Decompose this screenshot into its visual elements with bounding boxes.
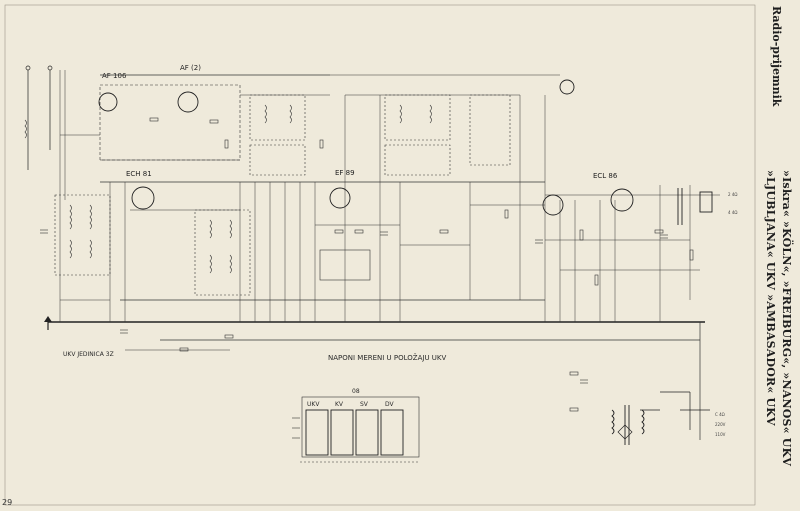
tube-envelopes xyxy=(98,79,634,216)
coil-group xyxy=(319,249,371,281)
band-switch-label: 08 xyxy=(352,388,360,395)
if-transformer-2 xyxy=(249,144,306,176)
band-switch-panel xyxy=(292,396,420,463)
rectifier xyxy=(617,391,710,440)
tube-label-ef89: EF 89 xyxy=(335,169,355,177)
tie-lines xyxy=(60,94,720,351)
fm-unit-note: UKV JEDINICA 3Z xyxy=(63,351,114,358)
if-transformer-3 xyxy=(384,94,451,141)
oscillator-coils xyxy=(54,194,111,276)
speaker-terminal-1: 2 4Ω xyxy=(728,192,737,197)
side-models-line-1: »Iskra« »KÖLN«, »FREIBURG«, »NANOS« UKV xyxy=(780,170,793,467)
if-transformer-1 xyxy=(249,94,306,141)
mixer-coils xyxy=(194,209,251,296)
ratio-detector-box xyxy=(469,94,511,166)
page-border xyxy=(4,4,756,506)
mains-label-2: 220V xyxy=(715,422,726,427)
speaker-terminal-2: 4 4Ω xyxy=(728,210,737,215)
power-transformer xyxy=(611,405,645,445)
band-kv: KV xyxy=(335,401,344,408)
antenna-input xyxy=(25,65,53,170)
mains-label-1: C 4Ω xyxy=(715,412,725,417)
rf-unit-box xyxy=(99,84,241,161)
measurement-note: NAPONI MERENI U POLOŽAJU UKV xyxy=(328,353,447,362)
tube-label-af106: AF 106 xyxy=(102,72,127,80)
tube-label-ecl86: ECL 86 xyxy=(593,172,618,180)
output-transformer xyxy=(677,188,713,225)
passive-components xyxy=(40,117,694,412)
ground-arrow xyxy=(44,316,52,322)
side-models-line-2: »LJUBLJANA« UKV »AMBASADOR« UKV xyxy=(764,170,777,426)
bus-lines xyxy=(59,70,691,322)
page-number: 29 xyxy=(2,498,13,507)
band-dv: DV xyxy=(385,401,395,408)
side-title: Radio-prijemnik xyxy=(770,6,783,107)
band-ukv: UKV xyxy=(307,401,320,408)
tube-label-ech81: ECH 81 xyxy=(126,170,152,178)
coil-windings xyxy=(24,104,432,274)
tube-label-af2: AF (2) xyxy=(180,64,201,72)
band-sv: SV xyxy=(360,401,369,408)
mains-label-3: 110V xyxy=(715,432,726,437)
if-transformer-4 xyxy=(384,144,451,176)
